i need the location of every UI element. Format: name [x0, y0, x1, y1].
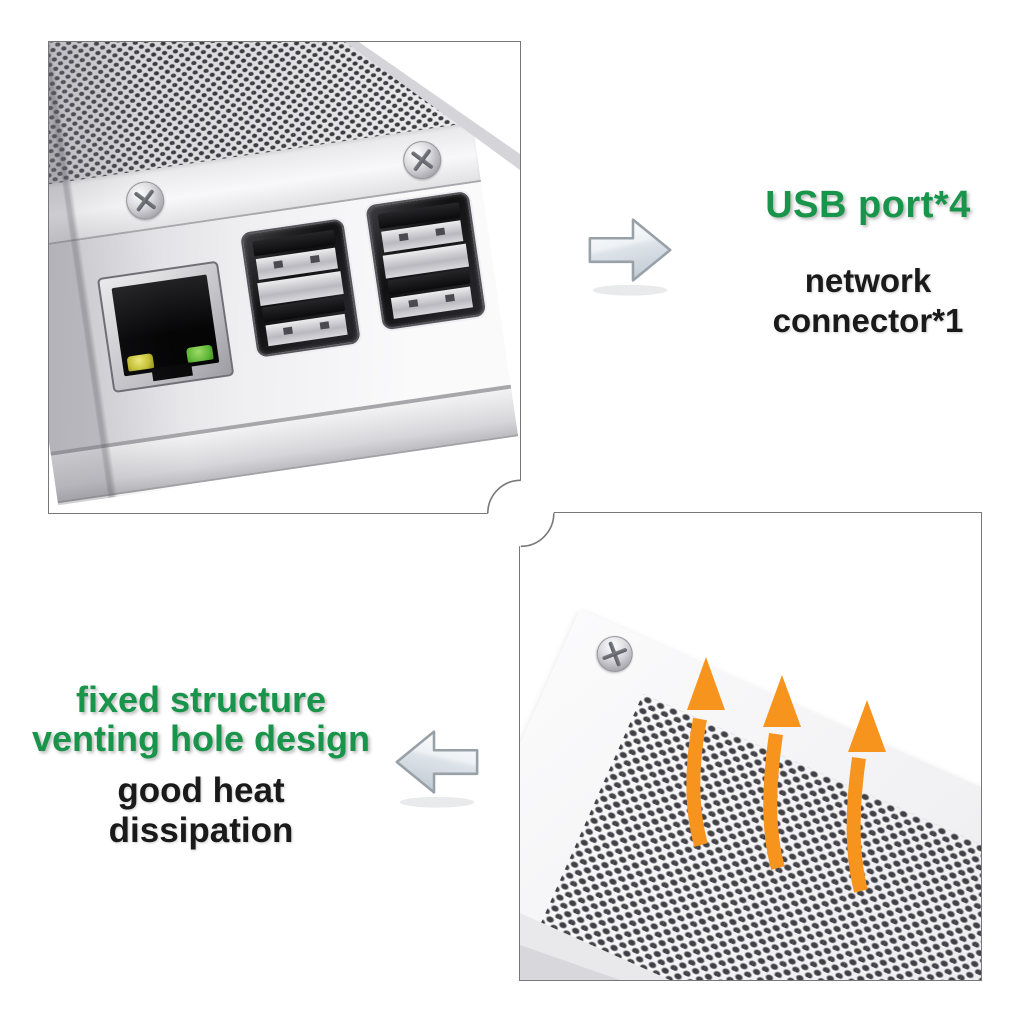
heat-arrow-shaft — [763, 733, 785, 870]
usb-contact-pin — [283, 326, 293, 335]
heat-dissipation-label: good heat dissipation — [108, 771, 294, 850]
ethernet-jack-opening — [111, 274, 220, 382]
ethernet-port — [96, 260, 235, 394]
vent-line-1: fixed structure — [75, 679, 327, 720]
usb-stack-inner — [377, 202, 475, 319]
usb-contact-pin — [273, 260, 284, 269]
heat-arrow-head — [687, 657, 725, 710]
ethernet-led-yellow — [126, 353, 155, 372]
photo-frame-vents — [519, 512, 982, 981]
usb-stack-1 — [239, 218, 361, 358]
usb-stack-2 — [365, 190, 487, 331]
connector-line: connector*1 — [772, 302, 964, 339]
usb-contact-pin — [435, 227, 446, 236]
usb-contact-pin — [444, 293, 455, 303]
ethernet-led-green — [185, 344, 214, 364]
heat-arrow-shaft — [686, 717, 708, 847]
heat-arrow-head — [848, 700, 886, 752]
heat-arrow-shaft — [846, 757, 868, 893]
network-line: network — [804, 262, 932, 299]
usb-contact-pin — [408, 299, 419, 308]
usb-stack-inner — [251, 229, 349, 347]
callout-usb: USB port*4 network connector*1 — [718, 184, 1018, 341]
vent-design-label: fixed structure venting hole design — [22, 680, 380, 758]
usb-contact-pin — [309, 254, 320, 263]
usb-contact-pin — [319, 321, 330, 330]
heat-arrows-icon — [686, 717, 868, 893]
heat-arrow-head — [763, 675, 801, 727]
usb-contact-pin — [398, 232, 409, 241]
vent-line-2: venting hole design — [31, 718, 371, 759]
heat-arrow-heads — [687, 657, 886, 752]
heat-flow-overlay — [520, 657, 886, 980]
callout-vent: fixed structure venting hole design good… — [22, 680, 380, 851]
arrow-right-3d-icon — [588, 218, 672, 296]
network-connector-label: network connector*1 — [718, 261, 1018, 341]
usb-ports-label: USB port*4 — [765, 184, 971, 226]
ethernet-latch-slot — [151, 362, 193, 382]
arrow-left-3d-icon — [395, 730, 479, 808]
case-side-face-shadow — [520, 945, 620, 980]
photo-frame-ports — [48, 41, 521, 514]
corner-notch — [487, 479, 555, 548]
